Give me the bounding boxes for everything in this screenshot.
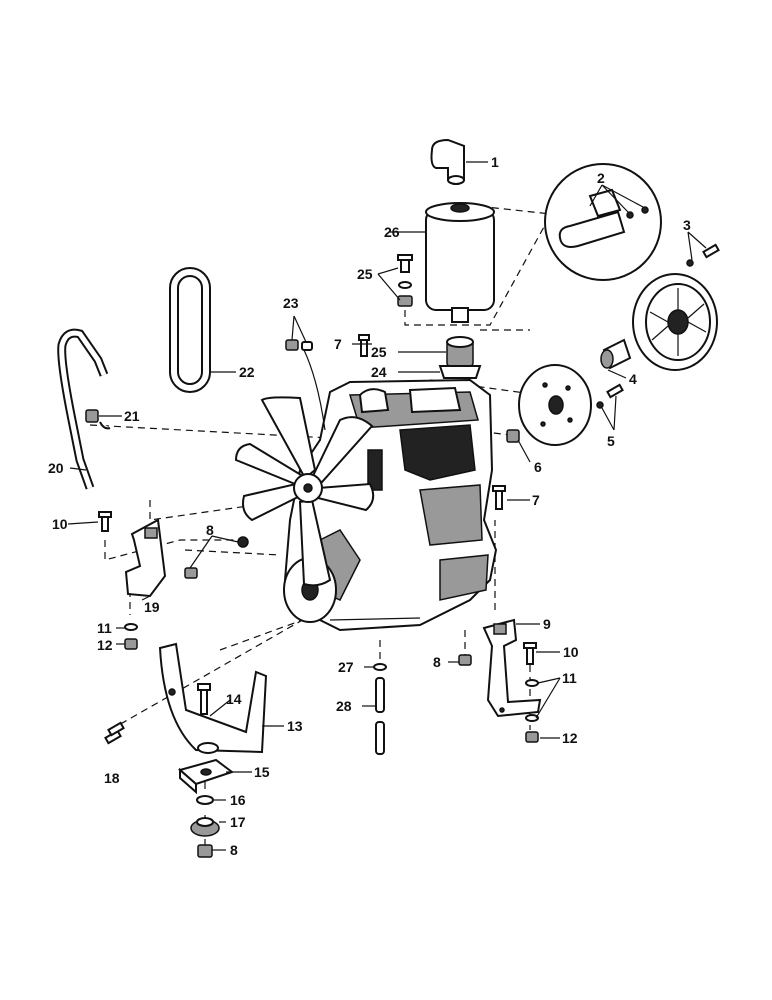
callout-22: 22 (239, 364, 255, 380)
callout-19: 19 (144, 599, 160, 615)
callout-9: 9 (543, 616, 551, 632)
callout-24: 24 (371, 364, 387, 380)
leader-lines (67, 161, 707, 851)
callout-8-left: 8 (206, 522, 214, 538)
exhaust-elbow-part (430, 138, 465, 185)
callout-16: 16 (230, 792, 246, 808)
pulley-part (632, 273, 718, 371)
callout-21: 21 (124, 408, 140, 424)
bolt-washer-nut-part (397, 254, 413, 307)
bolt-part-10-right (523, 642, 537, 665)
bolt-part-10-left (98, 511, 112, 532)
bracket-part-9 (482, 618, 542, 718)
callout-3: 3 (683, 217, 691, 233)
engine-block (283, 378, 498, 632)
mount-part-17 (190, 817, 220, 837)
callout-12-right: 12 (562, 730, 578, 746)
callout-4: 4 (629, 371, 637, 387)
belt-part (169, 267, 211, 393)
callout-18: 18 (104, 770, 120, 786)
pad-part-15 (177, 758, 235, 795)
callout-25-lower: 25 (371, 344, 387, 360)
bolt-part-7-upper (358, 334, 370, 357)
callout-12-left: 12 (97, 637, 113, 653)
callout-8-bottom: 8 (230, 842, 238, 858)
cooling-fan (234, 396, 375, 587)
callout-17: 17 (230, 814, 246, 830)
callout-10-right: 10 (563, 644, 579, 660)
callout-25-upper: 25 (357, 266, 373, 282)
callout-20: 20 (48, 460, 64, 476)
callout-labels: 1 2 3 4 5 6 7 7 8 8 8 9 10 10 11 11 12 1… (48, 154, 691, 858)
callout-11-right: 11 (562, 670, 577, 686)
bolt-part-14 (197, 683, 211, 715)
nut-part-8-bottom (197, 844, 213, 858)
pipe-part (57, 328, 111, 490)
fitting-part-23 (285, 339, 313, 351)
muffler-part (425, 202, 495, 323)
callout-15: 15 (254, 764, 270, 780)
washer-part-27 (373, 663, 387, 671)
hub-part (600, 338, 632, 370)
washer-part-16 (196, 795, 214, 805)
washer-nut-right (525, 679, 539, 743)
callout-7-lower: 7 (532, 492, 540, 508)
callout-27: 27 (338, 659, 354, 675)
callout-26: 26 (384, 224, 400, 240)
callout-28: 28 (336, 698, 352, 714)
front-support-part-13 (158, 642, 268, 754)
clamp-detail-circle (544, 163, 662, 281)
callout-1: 1 (491, 154, 499, 170)
callout-5: 5 (607, 433, 615, 449)
flywheel-plate-part (518, 364, 624, 446)
callout-6: 6 (534, 459, 542, 475)
callout-7-upper: 7 (334, 336, 342, 352)
callout-8-right: 8 (433, 654, 441, 670)
nut-part-8-left (184, 536, 249, 579)
callout-10-left: 10 (52, 516, 68, 532)
pin-part-28 (375, 677, 385, 755)
callout-11-left: 11 (97, 620, 112, 636)
bolt-washer-part-3 (686, 243, 720, 267)
bolt-part-18 (104, 721, 125, 745)
callout-13: 13 (287, 718, 303, 734)
callout-14: 14 (226, 691, 242, 707)
plug-part-6 (506, 429, 520, 443)
bolt-part-7-lower (492, 485, 506, 510)
callout-2: 2 (597, 170, 605, 186)
nut-part-8-right (458, 654, 472, 666)
bracket-part-19 (124, 518, 167, 598)
flange-part (438, 336, 482, 379)
washer-nut-left (124, 623, 138, 650)
callout-23: 23 (283, 295, 299, 311)
